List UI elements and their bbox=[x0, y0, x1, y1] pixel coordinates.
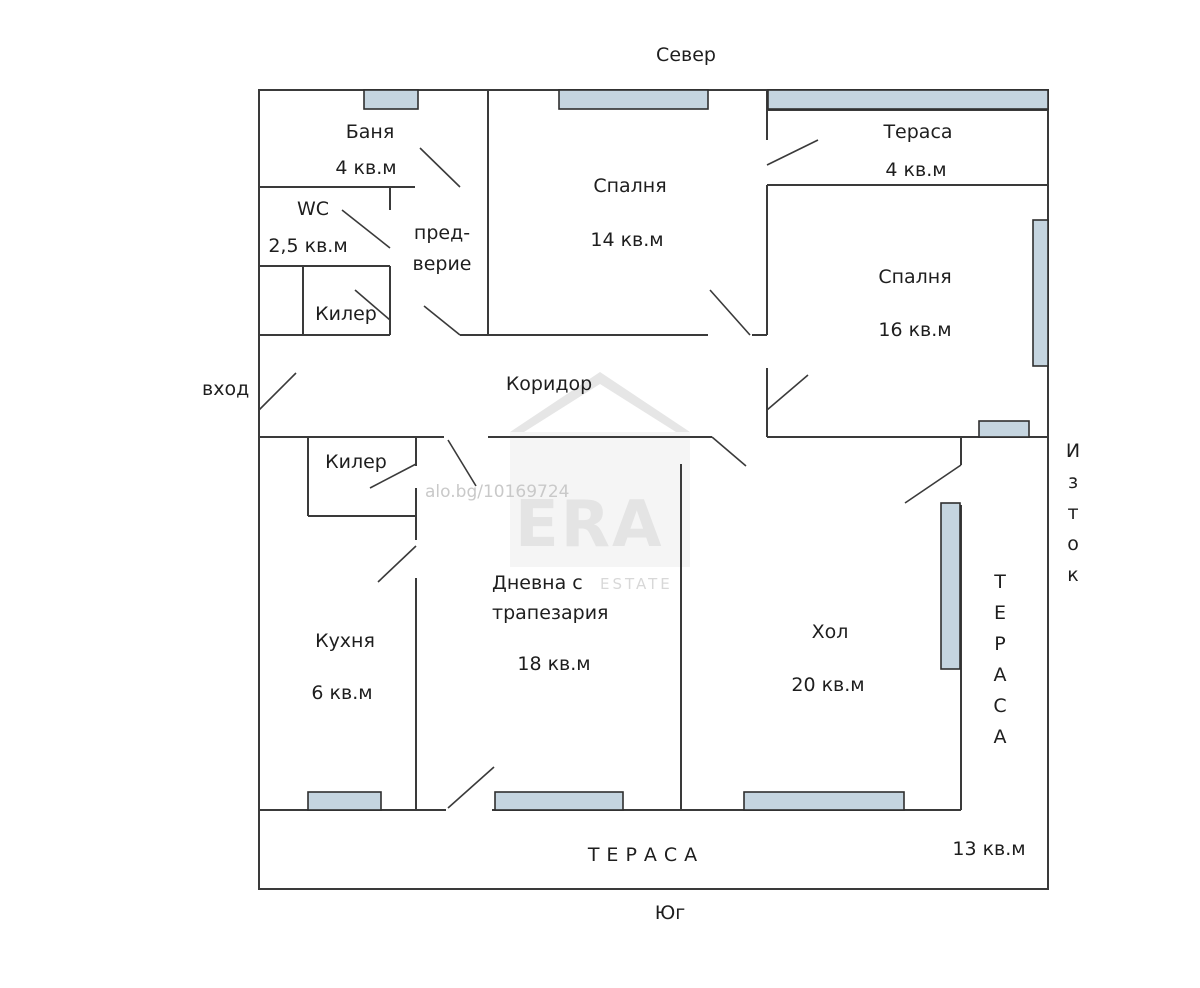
doors bbox=[258, 139, 962, 809]
watermark-tagline: ESTATE bbox=[600, 575, 673, 593]
room-bedroom-16-name: Спалня bbox=[878, 266, 952, 288]
door-bedroom-16 bbox=[766, 374, 809, 411]
room-bedroom-14-name: Спалня bbox=[593, 175, 667, 197]
watermark-listing-id: alo.bg/10169724 bbox=[425, 482, 570, 502]
room-corridor-name: Коридор bbox=[505, 373, 593, 395]
outer-wall bbox=[258, 89, 1049, 890]
room-wc-area: 2,5 кв.м bbox=[268, 235, 348, 257]
interior-walls bbox=[259, 90, 1048, 811]
room-terrace-south-name: ТЕРАСА bbox=[587, 844, 705, 866]
watermark-brand: ERA bbox=[515, 488, 664, 562]
room-bath-name: Баня bbox=[345, 121, 395, 143]
compass-north: Север bbox=[656, 44, 716, 66]
room-wc-name: WC bbox=[296, 198, 330, 220]
room-kitchen-name: Кухня bbox=[315, 630, 375, 652]
room-hall-name: Хол bbox=[811, 621, 849, 643]
door-wc bbox=[341, 209, 391, 249]
windows bbox=[307, 89, 1049, 811]
room-vestibule-line1: пред- bbox=[413, 222, 471, 244]
room-bedroom-16-area: 16 кв.м bbox=[878, 319, 952, 341]
room-living-name-line2: трапезария bbox=[492, 602, 609, 624]
room-terrace-south-area: 13 кв.м bbox=[952, 838, 1026, 860]
room-hall-area: 20 кв.м bbox=[791, 674, 865, 696]
room-bedroom-14-area: 14 кв.м bbox=[590, 229, 664, 251]
door-vestibule bbox=[423, 305, 461, 336]
door-kitchen bbox=[377, 545, 417, 583]
door-terrace-south bbox=[447, 766, 495, 809]
door-terrace-east bbox=[904, 464, 962, 504]
door-pantry-north bbox=[354, 289, 391, 321]
room-pantry-south-name: Килер bbox=[325, 451, 387, 473]
room-bath-area: 4 кв.м bbox=[335, 157, 397, 179]
room-living-name-line1: Дневна с bbox=[492, 572, 583, 594]
door-pantry-south bbox=[369, 463, 417, 489]
compass-south: Юг bbox=[654, 902, 686, 924]
door-bedroom-14 bbox=[709, 289, 751, 336]
room-terrace-north-area: 4 кв.м bbox=[885, 159, 947, 181]
room-vestibule-line2: верие bbox=[412, 253, 472, 275]
door-living-corridor bbox=[447, 439, 477, 487]
door-hall bbox=[711, 436, 747, 467]
door-entrance bbox=[258, 372, 297, 411]
door-terrace-north bbox=[766, 139, 819, 166]
room-terrace-north-name: Тераса bbox=[883, 121, 953, 143]
room-pantry-north-name: Килер bbox=[315, 303, 377, 325]
room-kitchen-area: 6 кв.м bbox=[311, 682, 373, 704]
entrance-label: вход bbox=[202, 378, 250, 400]
room-living-area: 18 кв.м bbox=[517, 653, 591, 675]
door-bath bbox=[419, 147, 461, 188]
